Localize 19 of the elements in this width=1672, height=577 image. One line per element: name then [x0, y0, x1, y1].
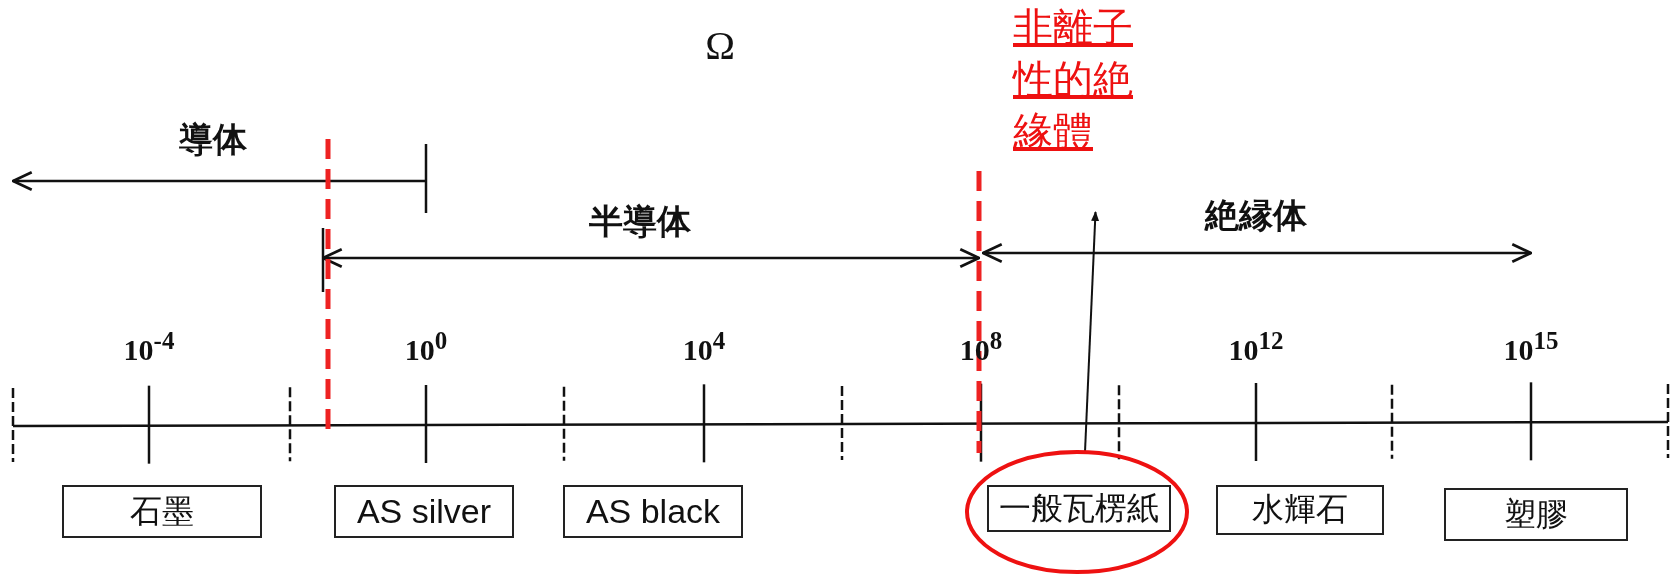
material-box: 石墨	[62, 485, 262, 538]
material-box: AS silver	[334, 485, 514, 538]
highlight-ellipse	[965, 450, 1189, 574]
range-label: 半導体	[589, 202, 691, 242]
title: Ω	[705, 21, 735, 69]
tick-label: 10$^{-4}$	[123, 327, 175, 367]
range-label: 導体	[179, 120, 247, 160]
arrow	[1084, 211, 1100, 453]
tick-label: 10$^{8}$	[959, 327, 1003, 367]
tick-label: 10$^{12}$	[1228, 327, 1284, 367]
material-box: 塑膠	[1444, 488, 1628, 541]
tick-label: 10$^{15}$	[1503, 327, 1559, 367]
material-box: 水輝石	[1216, 485, 1384, 535]
material-box: 一般瓦楞紙	[987, 485, 1171, 532]
material-box: AS black	[563, 485, 743, 538]
range-label: 絶縁体	[1205, 196, 1307, 236]
tick-label: 10$^{4}$	[682, 327, 726, 367]
note-text: 非離子性的絶緣體	[1013, 2, 1163, 172]
tick-label: 10$^{0}$	[404, 327, 448, 367]
